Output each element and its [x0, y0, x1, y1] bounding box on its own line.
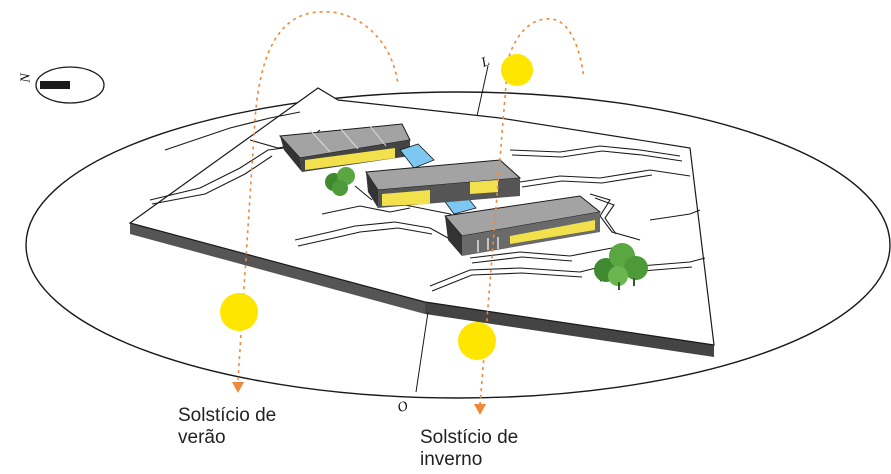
sun-path-winter	[479, 18, 585, 406]
sun-icon	[220, 293, 258, 331]
sun-icon	[501, 54, 533, 86]
arrow-winter	[474, 404, 486, 415]
winter-solstice-label: Solstício de inverno	[420, 427, 518, 471]
horizon-ellipse	[25, 91, 891, 399]
glass-bridge-1	[399, 143, 435, 169]
model-side-left	[130, 223, 425, 314]
axis-line-north	[476, 65, 489, 117]
contour-lines	[149, 111, 706, 292]
summer-solstice-label: Solstício de verão	[178, 405, 276, 449]
compass-icon	[35, 66, 105, 104]
building-upper	[278, 123, 411, 172]
arrow-summer	[232, 382, 244, 393]
winter-solstice-line-1: Solstício de	[420, 427, 519, 448]
model-top-face	[128, 87, 715, 346]
building-middle	[365, 159, 522, 208]
compass-north-letter: N	[18, 73, 34, 83]
sun-icon	[458, 322, 496, 360]
tree-icon	[594, 243, 648, 290]
summer-solstice-line-2: verão	[178, 427, 226, 448]
model-side-right	[425, 302, 714, 357]
building-lower	[444, 195, 602, 256]
winter-solstice-line-2: inverno	[420, 449, 483, 470]
axis-line-south	[415, 311, 429, 393]
summer-solstice-line-1: Solstício de	[178, 405, 277, 426]
tree-icon	[325, 167, 355, 196]
